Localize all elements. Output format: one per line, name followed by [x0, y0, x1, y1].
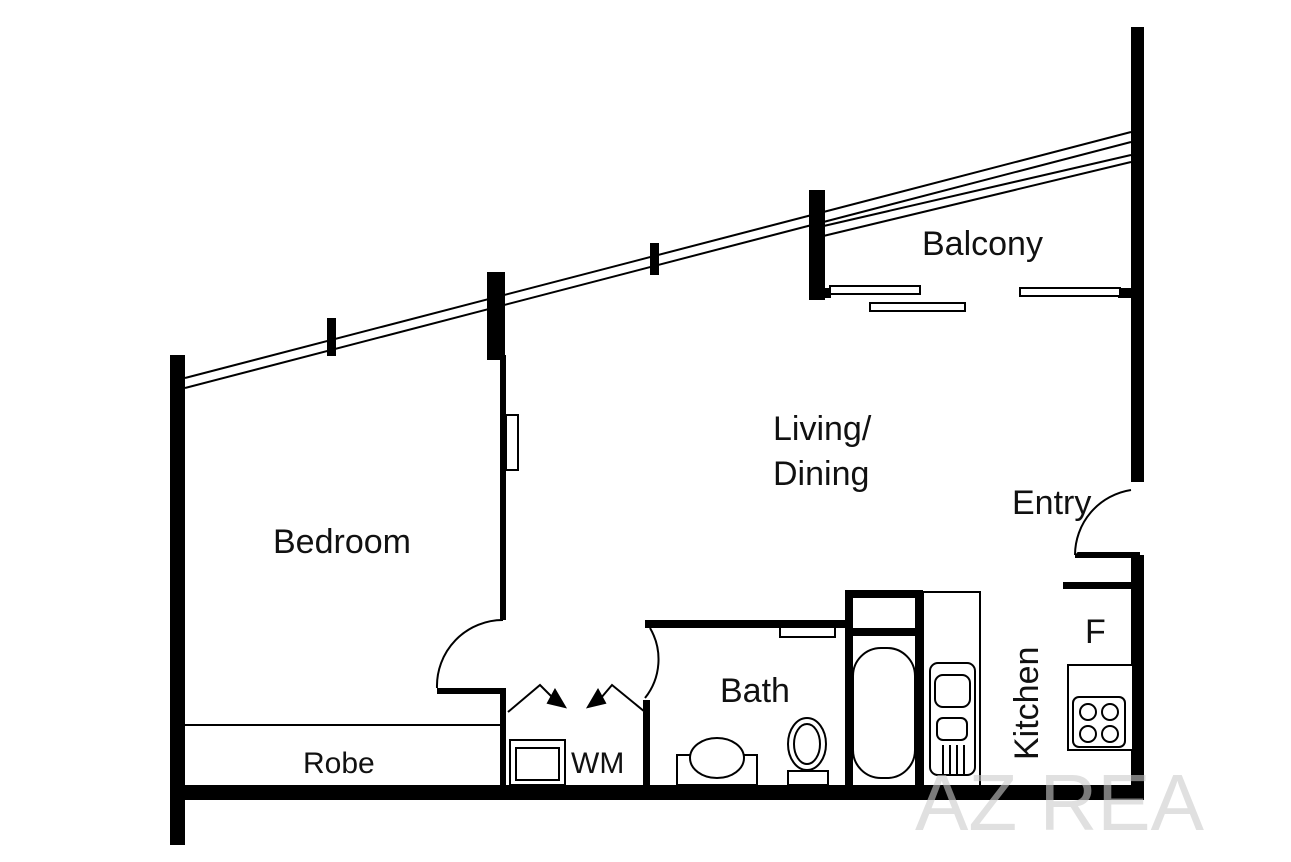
mullion	[650, 243, 659, 275]
balcony-rail	[1019, 287, 1121, 297]
entry-door-swing	[1074, 489, 1132, 556]
right-wall-upper	[1131, 27, 1144, 482]
door-arrow-icon	[546, 687, 568, 709]
window-lines	[184, 131, 1132, 389]
burner-icon	[1079, 725, 1097, 743]
label-entry: Entry	[1012, 484, 1091, 522]
sink-bowl-small	[936, 717, 968, 741]
balcony-rail	[829, 285, 921, 295]
burner-icon	[1079, 703, 1097, 721]
door-arrow-icon	[585, 687, 607, 709]
label-fridge: F	[1085, 613, 1106, 651]
watermark: AZ REA	[915, 758, 1205, 847]
bedroom-wall	[500, 355, 506, 620]
label-wm: WM	[571, 747, 624, 780]
cupboard-right	[915, 590, 923, 788]
balcony-wall-foot	[809, 288, 831, 298]
burner-icon	[1101, 725, 1119, 743]
label-robe: Robe	[303, 747, 375, 780]
bathtub	[852, 647, 916, 779]
bath-left-wall	[643, 700, 650, 788]
label-kitchen: Kitchen	[1008, 647, 1046, 760]
label-living: Living/	[773, 410, 872, 448]
label-bedroom: Bedroom	[273, 523, 411, 561]
balcony-wall	[809, 190, 825, 300]
balcony-wall-foot-right	[1118, 288, 1138, 298]
left-wall	[170, 355, 185, 845]
toilet-cistern	[787, 770, 829, 786]
wall-niche	[505, 414, 519, 471]
sink-bowl	[934, 674, 971, 708]
burner-icon	[1101, 703, 1119, 721]
cupboard-top	[845, 590, 923, 598]
laundry-doors	[507, 683, 646, 713]
basin	[689, 737, 745, 779]
bottom-wall	[177, 785, 1142, 800]
label-dining: Dining	[773, 455, 869, 493]
walls	[170, 27, 1144, 845]
balcony-rail	[869, 302, 966, 312]
cupboard-bottom	[845, 628, 923, 636]
entry-wall-stub	[1075, 552, 1140, 558]
kitchen-wall	[1063, 582, 1140, 589]
robe-wall	[500, 688, 506, 788]
column	[487, 272, 505, 360]
drainer	[942, 745, 965, 775]
bath-shelf	[779, 626, 836, 638]
cupboard-left	[845, 590, 853, 788]
bedroom-door-swing	[435, 619, 504, 689]
washing-machine-inner	[515, 747, 560, 781]
bath-wall	[645, 620, 845, 628]
mullion	[327, 318, 336, 356]
label-bath: Bath	[720, 672, 790, 710]
label-balcony: Balcony	[922, 225, 1043, 263]
right-wall-lower	[1131, 555, 1144, 800]
bedroom-door-stub	[437, 688, 505, 694]
toilet-inner	[793, 723, 821, 765]
cooktop	[1072, 696, 1126, 748]
bath-door-swing	[644, 627, 660, 699]
fixtures	[185, 285, 1134, 787]
